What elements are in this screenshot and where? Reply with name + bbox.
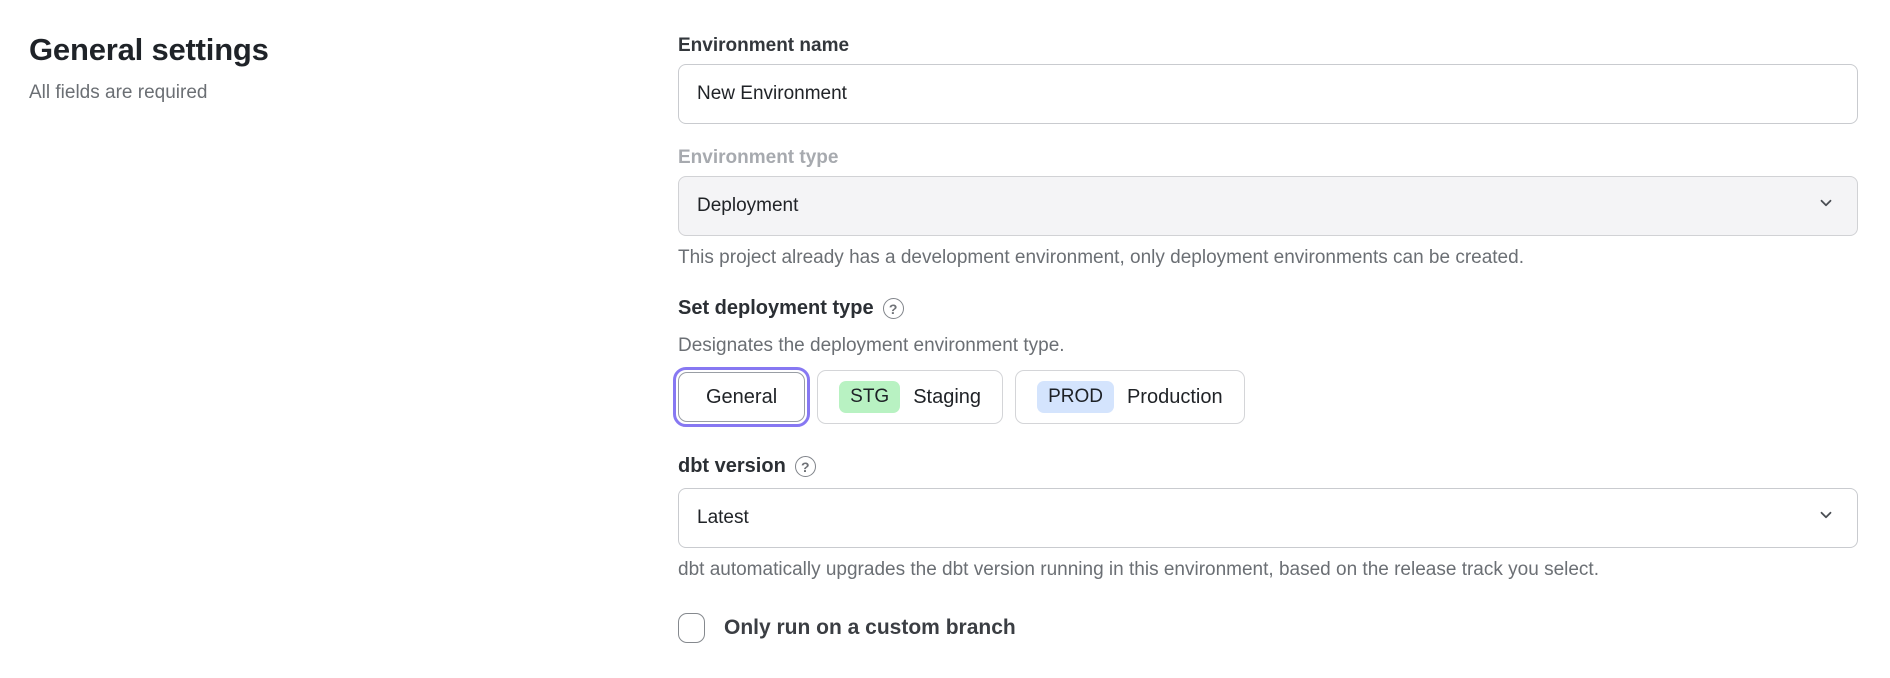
environment-type-label: Environment type [678,147,839,168]
general-settings-form: Environment name Environment type Deploy… [673,30,1858,678]
custom-branch-row: Only run on a custom branch [678,613,1016,643]
settings-header: General settings All fields are required [29,32,269,104]
deployment-type-general-button[interactable]: General [678,372,806,422]
dbt-version-value: Latest [697,507,749,528]
general-button-label: General [706,385,778,408]
dbt-version-label: dbt version [678,455,786,477]
page-subtitle: All fields are required [29,82,208,103]
page-title: General settings [29,32,269,67]
dbt-version-select[interactable]: Latest [678,488,1858,548]
production-badge: PROD [1037,381,1114,413]
help-icon[interactable]: ? [882,298,904,319]
dbt-version-section: dbt version ? [678,455,816,478]
environment-name-label: Environment name [678,35,850,56]
environment-type-helper: This project already has a development e… [678,247,1524,268]
environment-type-value: Deployment [697,195,799,216]
environment-name-input[interactable] [678,64,1858,124]
deployment-type-staging-button[interactable]: STG Staging [817,370,1004,424]
staging-badge: STG [839,381,901,413]
deployment-type-options: General STG Staging PROD Production [673,366,1245,428]
custom-branch-checkbox[interactable] [678,613,705,643]
staging-button-label: Staging [913,385,982,408]
deployment-type-section: Set deployment type ? [678,297,904,320]
deployment-type-production-button[interactable]: PROD Production [1015,370,1245,424]
deployment-type-description: Designates the deployment environment ty… [678,335,1065,356]
dbt-version-helper: dbt automatically upgrades the dbt versi… [678,559,1599,580]
chevron-down-icon [1817,194,1835,218]
deployment-type-label: Set deployment type [678,297,874,319]
chevron-down-icon [1817,506,1835,530]
help-icon[interactable]: ? [794,456,816,477]
environment-type-select: Deployment [678,176,1858,236]
production-button-label: Production [1126,385,1223,408]
custom-branch-label: Only run on a custom branch [724,616,1016,639]
selected-option-ring: General [673,367,811,427]
